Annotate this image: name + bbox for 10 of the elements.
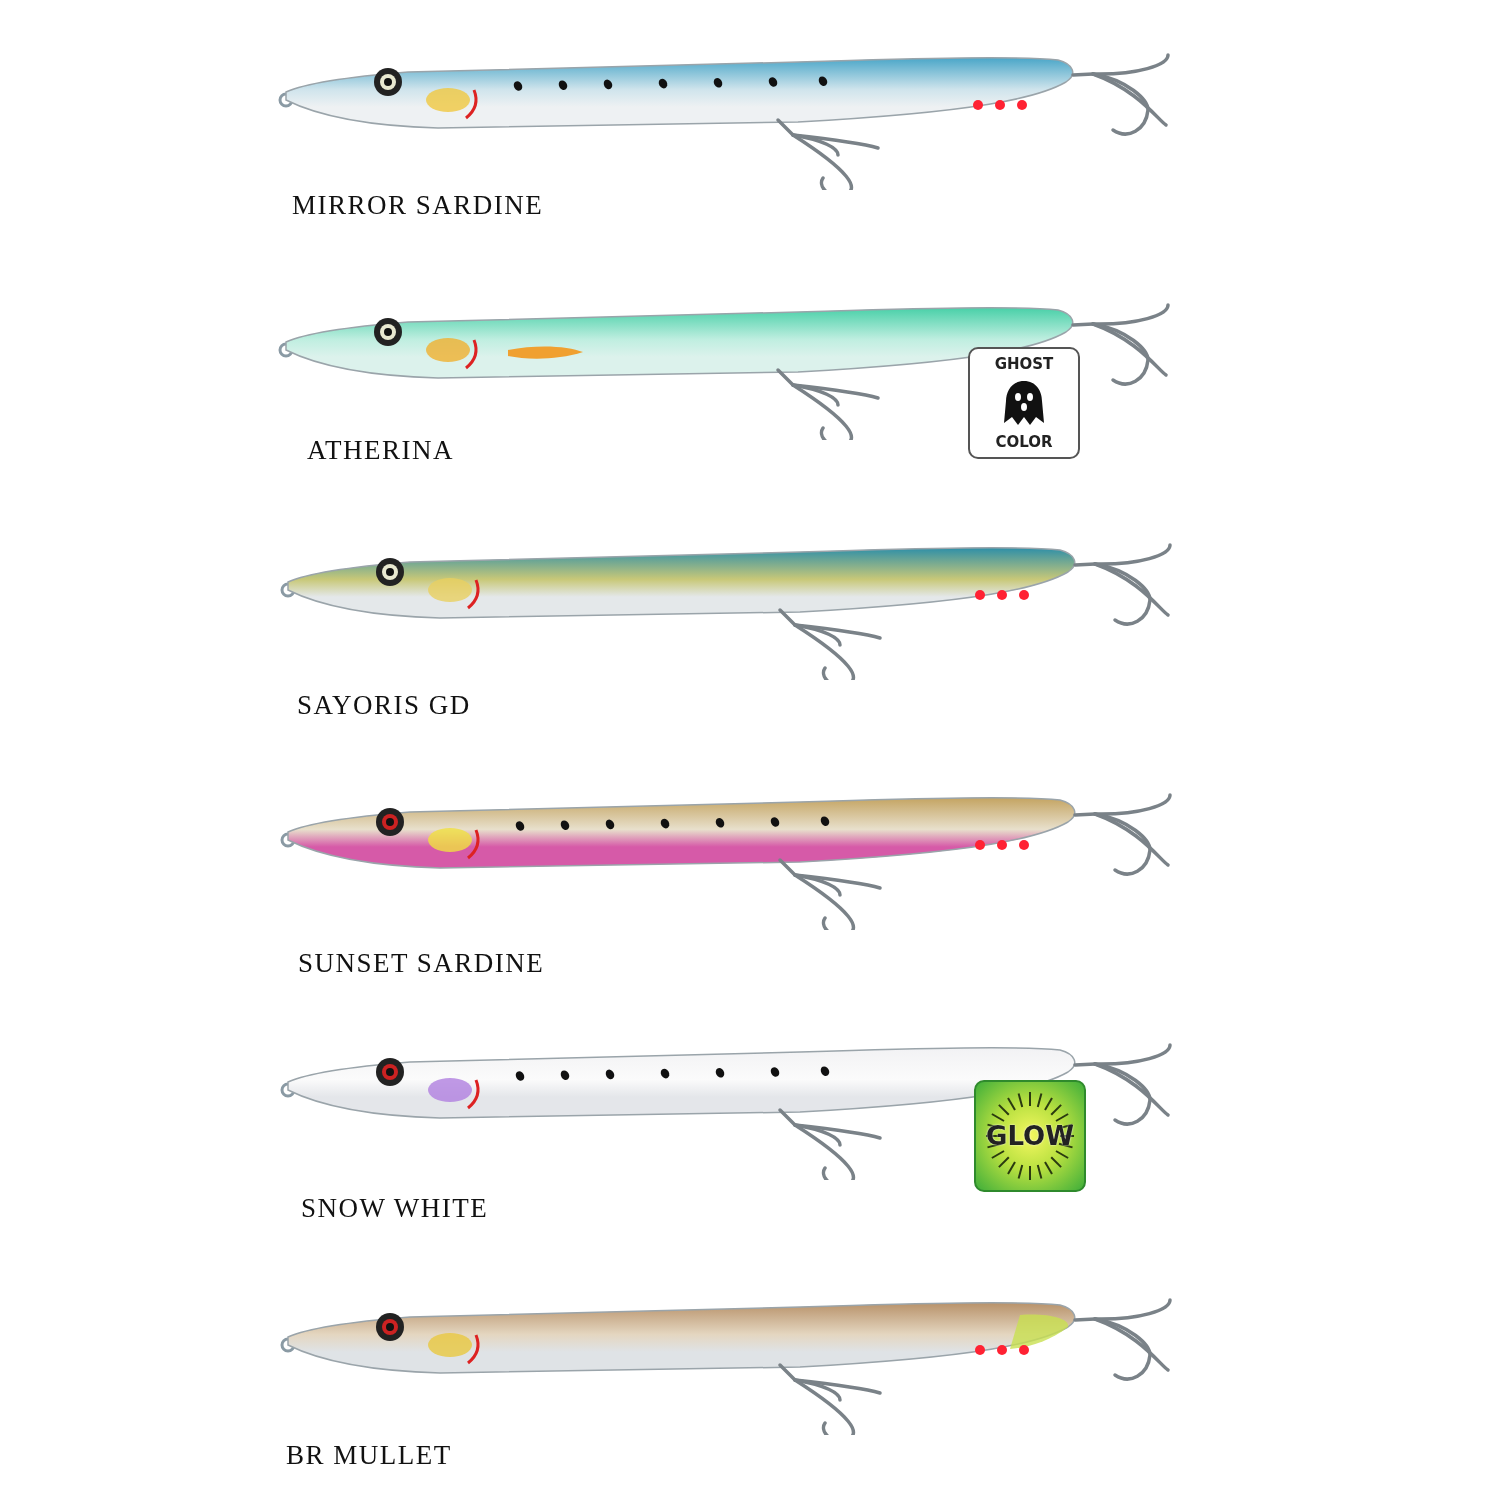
color-name: SUNSET SARDINE <box>298 948 545 979</box>
color-name: SAYORIS GD <box>297 690 471 721</box>
badge-label: GHOST <box>994 355 1054 373</box>
badge-label: COLOR <box>995 433 1053 451</box>
color-name: SNOW WHITE <box>301 1193 489 1224</box>
ghost-badge <box>968 347 1080 459</box>
color-name: BR MULLET <box>286 1440 452 1471</box>
color-name: ATHERINA <box>307 435 454 466</box>
color-name: MIRROR SARDINE <box>292 190 544 221</box>
badge-label: GLOW <box>986 1121 1074 1151</box>
